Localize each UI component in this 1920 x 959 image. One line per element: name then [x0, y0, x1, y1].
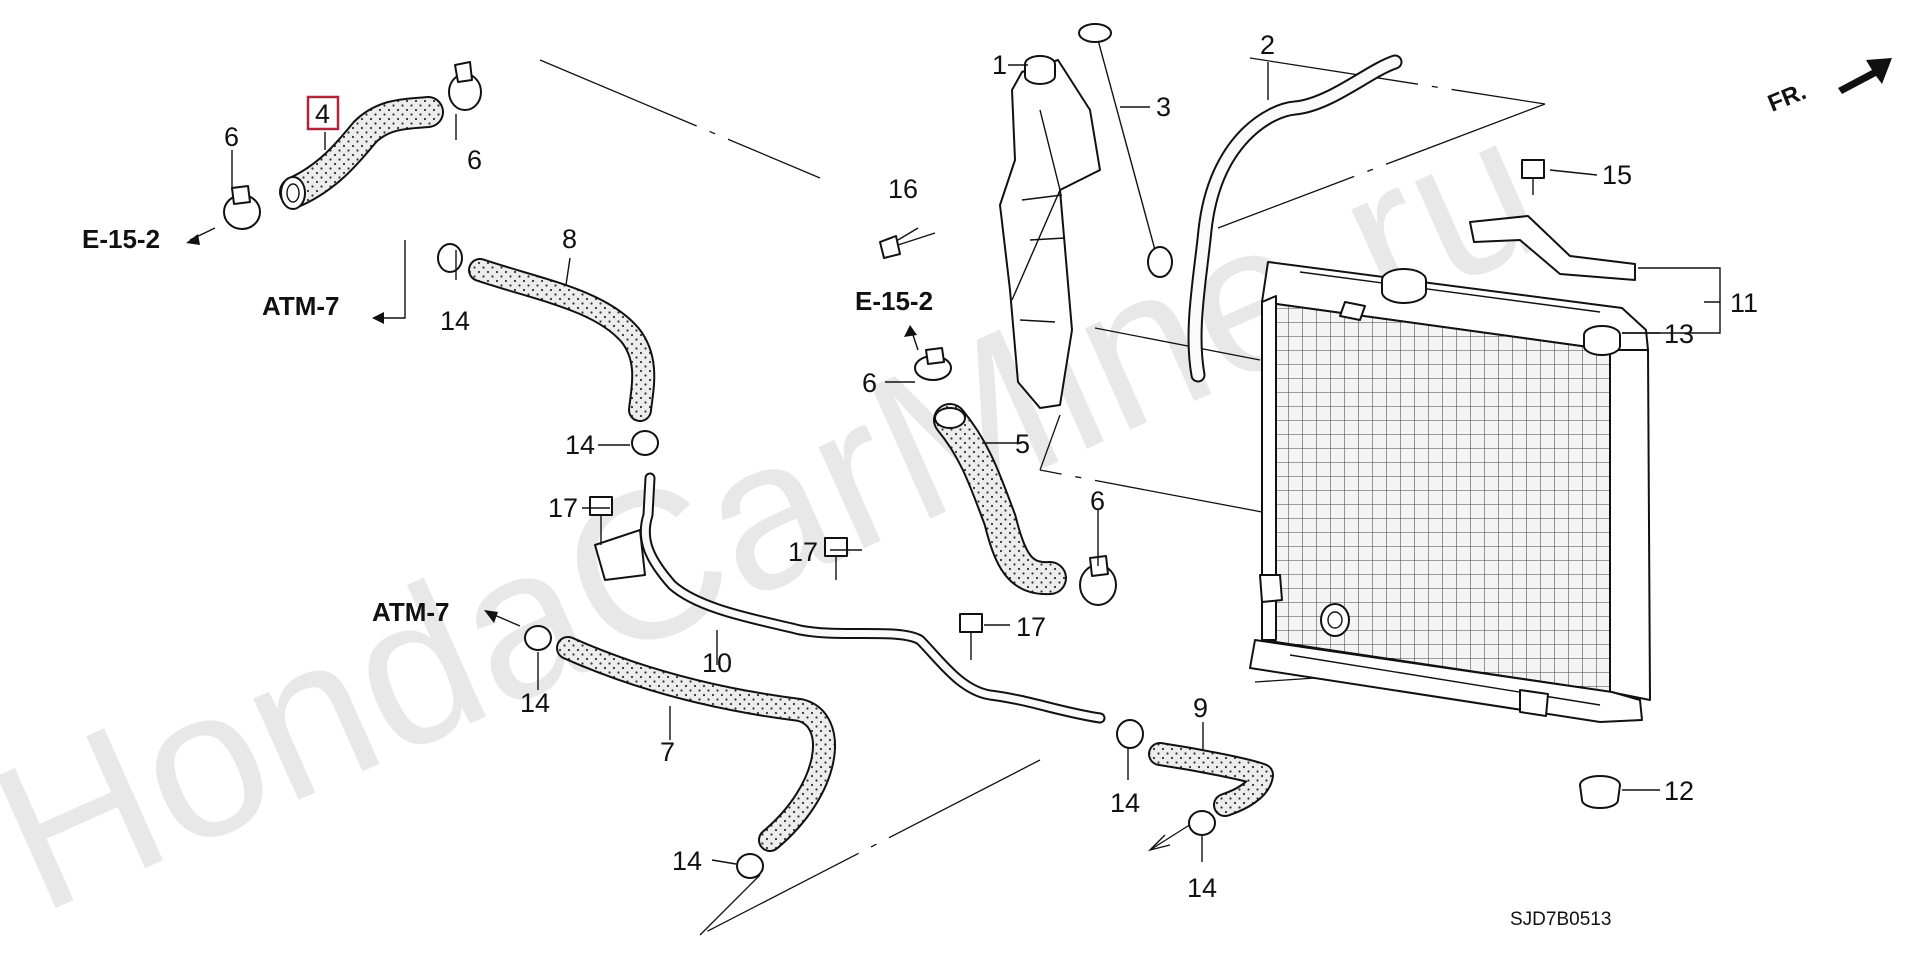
part-label-17[interactable]: 17 [788, 537, 818, 567]
front-direction-indicator: FR. [1764, 58, 1892, 118]
part-label-10[interactable]: 10 [702, 648, 732, 678]
part-label-15[interactable]: 15 [1602, 160, 1632, 190]
hoses [279, 54, 1403, 852]
part-label-5[interactable]: 5 [1015, 429, 1030, 459]
part-label-14[interactable]: 14 [440, 306, 470, 336]
part-label-17[interactable]: 17 [548, 493, 578, 523]
diagram-code: SJD7B0513 [1510, 909, 1611, 930]
part-label-14[interactable]: 14 [1187, 873, 1217, 903]
reserve-tank [999, 23, 1173, 409]
ref-e15-2-left[interactable]: E-15-2 [82, 224, 160, 254]
part-label-6[interactable]: 6 [1090, 486, 1105, 516]
upper-hose-4 [279, 96, 444, 210]
part-label-14[interactable]: 14 [672, 846, 702, 876]
ref-atm7-mid[interactable]: ATM-7 [372, 597, 450, 627]
part-label-3[interactable]: 3 [1156, 92, 1171, 122]
part-label-6[interactable]: 6 [467, 145, 482, 175]
part-label-6[interactable]: 6 [224, 122, 239, 152]
part-label-9[interactable]: 9 [1193, 693, 1208, 723]
hardware [223, 61, 1636, 879]
part-label-14[interactable]: 14 [565, 430, 595, 460]
part-label-4[interactable]: 4 [315, 99, 330, 129]
leader-lines [189, 62, 1721, 865]
front-label: FR. [1764, 78, 1810, 118]
part-number-labels: 1 2 3 4 5 6 6 6 6 7 8 9 10 11 12 13 14 1… [224, 30, 1758, 903]
part-label-6[interactable]: 6 [862, 368, 877, 398]
part-label-12[interactable]: 12 [1664, 776, 1694, 806]
highlight-box [306, 95, 340, 131]
part-label-7[interactable]: 7 [660, 737, 675, 767]
part-label-13[interactable]: 13 [1664, 319, 1694, 349]
part-label-2[interactable]: 2 [1260, 30, 1275, 60]
part-label-8[interactable]: 8 [562, 224, 577, 254]
ref-atm7-top[interactable]: ATM-7 [262, 291, 340, 321]
radiator [1249, 261, 1651, 723]
part-label-14[interactable]: 14 [520, 688, 550, 718]
ref-e15-2-mid[interactable]: E-15-2 [855, 286, 933, 316]
part-label-17[interactable]: 17 [1016, 612, 1046, 642]
part-label-1[interactable]: 1 [992, 50, 1007, 80]
part-label-16[interactable]: 16 [888, 174, 918, 204]
part-label-14[interactable]: 14 [1110, 788, 1140, 818]
reference-arrowheads [186, 234, 917, 623]
part-label-11[interactable]: 11 [1730, 288, 1758, 318]
reference-labels: E-15-2 ATM-7 E-15-2 ATM-7 [82, 224, 933, 627]
front-arrow-icon [1838, 58, 1892, 94]
